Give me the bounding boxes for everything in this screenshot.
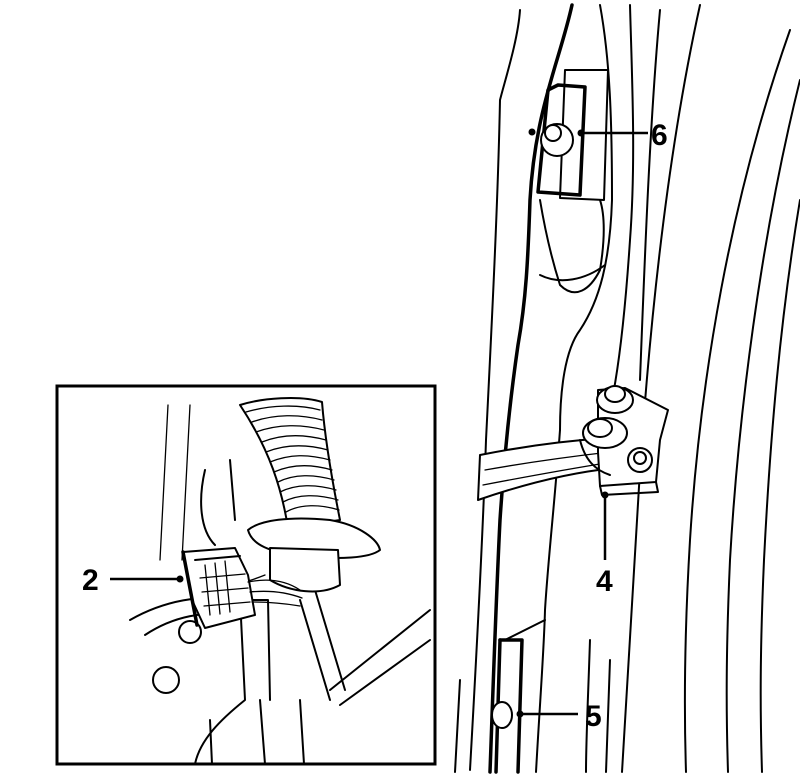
door-check-strap	[477, 385, 669, 501]
wiring-harness	[199, 397, 381, 593]
callout-5: 5	[585, 700, 602, 733]
callout-leaders	[110, 129, 648, 718]
upper-bracket	[528, 69, 609, 201]
lower-bracket	[491, 638, 524, 774]
detail-inset	[55, 384, 437, 766]
lower-bolt-icon	[491, 701, 513, 729]
callout-6: 6	[651, 119, 668, 152]
callout-2: 2	[82, 564, 99, 597]
callout-4: 4	[596, 565, 613, 598]
connector	[181, 547, 303, 629]
